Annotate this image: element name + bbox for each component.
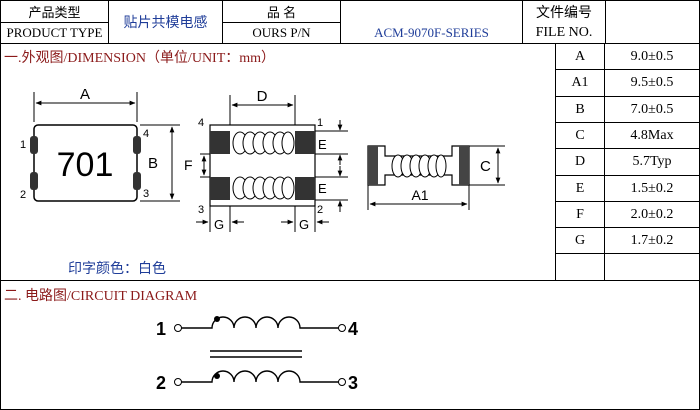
svg-text:2: 2 — [317, 204, 323, 216]
dim-table-value: 2.0±0.2 — [630, 206, 674, 222]
dim-table-key: C — [575, 127, 585, 143]
pn-en-label: OURS P/N — [252, 25, 311, 40]
dim-table-value: 1.7±0.2 — [630, 232, 674, 248]
dim-table-key: E — [575, 180, 585, 196]
circuit-pin-4: 4 — [348, 319, 358, 339]
svg-text:4: 4 — [198, 117, 204, 129]
dimension-drawing: 701 A B 1 2 4 3 D — [20, 86, 505, 232]
side-view: A1 C — [367, 145, 505, 210]
product-type-en-label: PRODUCT TYPE — [6, 25, 103, 40]
svg-text:1: 1 — [20, 139, 26, 151]
dim-table-value: 9.0±0.5 — [630, 48, 674, 64]
dim-table-value: 5.7Typ — [632, 153, 672, 169]
product-type-value: 贴片共模电感 — [123, 16, 208, 31]
dim-table-value: 9.5±0.5 — [630, 74, 674, 90]
label-b: B — [148, 155, 158, 172]
svg-text:2: 2 — [20, 189, 26, 201]
label-e-bottom: E — [318, 181, 327, 196]
label-c: C — [480, 158, 491, 175]
label-g-right: G — [299, 217, 309, 232]
label-e-top: E — [318, 137, 327, 152]
dim-table-value: 1.5±0.2 — [630, 180, 674, 196]
circuit-pin-2: 2 — [156, 373, 166, 393]
front-view: 701 A B 1 2 4 3 — [20, 86, 180, 202]
svg-text:4: 4 — [143, 128, 149, 140]
circuit-section-title: 二. 电路图/CIRCUIT DIAGRAM — [4, 289, 198, 304]
file-no-en-label: FILE NO. — [535, 25, 593, 40]
component-body — [33, 124, 138, 202]
dim-table-key: A — [574, 48, 586, 64]
marking-text: 701 — [57, 146, 114, 184]
label-d: D — [257, 88, 268, 105]
dim-table-key — [556, 254, 604, 279]
label-a1: A1 — [411, 187, 428, 203]
dim-table-key: A1 — [571, 74, 589, 90]
label-a: A — [80, 86, 90, 103]
pn-value: ACM-9070F-SERIES — [374, 25, 489, 40]
dimension-section-title: 一.外观图/DIMENSION（单位/UNIT：mm） — [4, 51, 276, 66]
circuit-pin-1: 1 — [156, 319, 166, 339]
svg-text:3: 3 — [143, 188, 149, 200]
print-color-note: 印字颜色：白色 — [68, 262, 166, 277]
file-no-value — [606, 1, 699, 43]
file-no-cn-label: 文件编号 — [536, 5, 592, 21]
circuit-diagram: 1 2 4 3 — [156, 316, 358, 393]
dim-table-value: 4.8Max — [630, 127, 674, 143]
top-view: D F E E G G 4 1 3 2 — [184, 88, 348, 232]
dim-table-key: D — [574, 153, 586, 169]
dim-table-value: 7.0±0.5 — [630, 101, 674, 117]
svg-text:3: 3 — [198, 204, 204, 216]
dim-table-key: G — [574, 232, 586, 248]
dim-table-key: B — [575, 101, 585, 117]
label-f: F — [184, 157, 193, 173]
dim-table-value — [605, 254, 699, 279]
dim-table-key: F — [576, 206, 584, 222]
product-type-cn-label: 产品类型 — [28, 5, 81, 20]
svg-text:1: 1 — [317, 117, 323, 129]
circuit-pin-3: 3 — [348, 373, 358, 393]
pn-cn-label: 品 名 — [266, 5, 297, 20]
label-g-left: G — [214, 217, 224, 232]
